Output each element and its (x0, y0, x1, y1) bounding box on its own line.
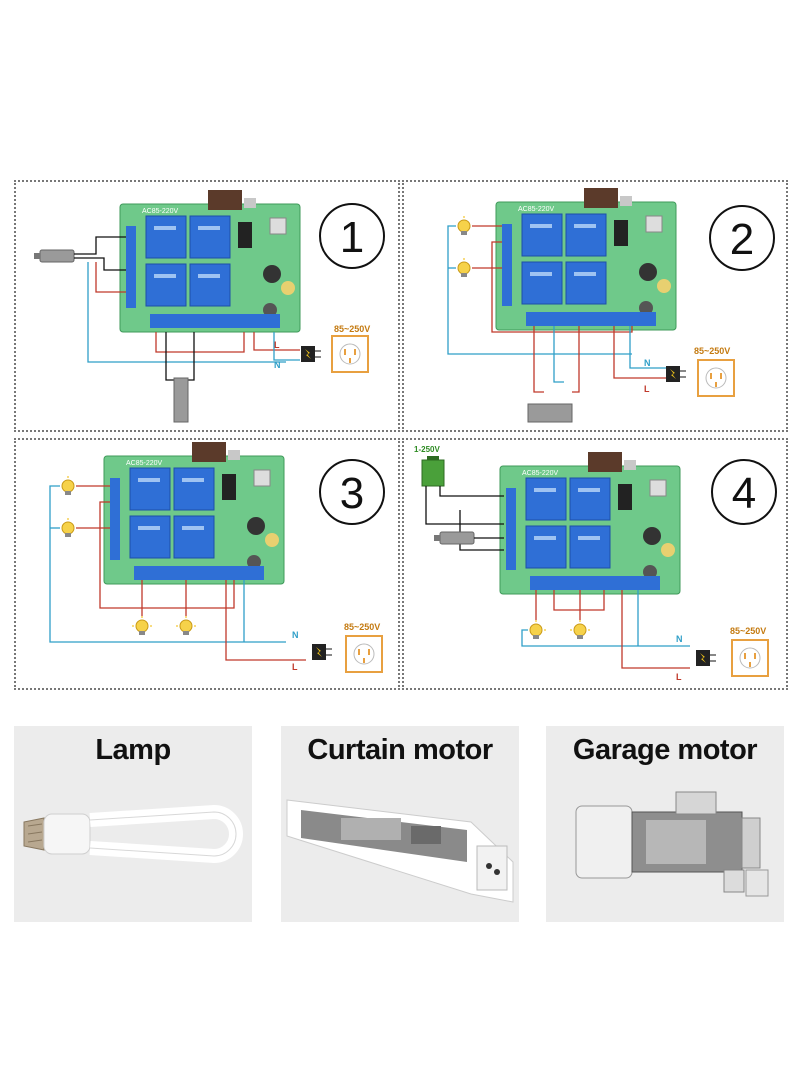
category-title: Curtain motor (307, 734, 493, 766)
neutral-label: N (292, 630, 299, 640)
relay-board (499, 451, 681, 595)
step-number-circle (709, 205, 775, 271)
step-number-circle (711, 459, 777, 525)
step-number: 2 (730, 215, 754, 264)
voltage-label: 85~250V (344, 622, 380, 632)
socket-icon (697, 359, 735, 397)
curtain-motor-icon (286, 799, 514, 903)
category-card-lamp: Lamp (14, 726, 252, 922)
battery-icon (421, 459, 445, 487)
relay-board (103, 441, 285, 585)
step-number-circle (319, 203, 385, 269)
category-title: Lamp (95, 734, 171, 766)
diagram-3-svg: N L 85~250V 3 (49, 441, 385, 673)
bulb-icon (569, 619, 591, 640)
plug-icon (312, 644, 332, 660)
motor-icon (433, 531, 475, 545)
wiring-diagram-3: N L 85~250V 3 (14, 438, 400, 690)
live-label: L (274, 340, 280, 350)
live-label: L (292, 662, 298, 672)
garage-motor-icon (575, 791, 769, 897)
cfl-bulb-icon (23, 804, 243, 864)
socket-icon (331, 335, 369, 373)
battery-label: 1-250V (414, 445, 440, 454)
motor-icon (527, 403, 573, 423)
wiring-diagram-1: L N 85~250V 1 (14, 180, 400, 432)
motor-icon (173, 377, 189, 423)
step-number: 3 (340, 469, 364, 518)
wiring-diagram-2: N L 85~250V 2 (402, 180, 788, 432)
step-number: 1 (340, 213, 364, 262)
bulb-icon (453, 257, 475, 278)
voltage-label: 85~250V (334, 324, 370, 334)
diagram-1-svg: L N 85~250V 1 (33, 189, 385, 423)
step-number-circle (319, 459, 385, 525)
category-card-garage-motor: Garage motor (546, 726, 784, 922)
neutral-label: N (644, 358, 651, 368)
diagram-2-svg: N L 85~250V 2 (447, 187, 775, 423)
plug-icon (666, 366, 686, 382)
neutral-label: N (676, 634, 683, 644)
plug-icon (301, 346, 321, 362)
bulb-icon (57, 517, 79, 538)
voltage-label: 85~250V (730, 626, 766, 636)
socket-icon (345, 635, 383, 673)
live-label: L (676, 672, 682, 682)
relay-board (495, 187, 677, 331)
bulb-icon (131, 615, 153, 636)
bulb-icon (57, 475, 79, 496)
live-label: L (644, 384, 650, 394)
category-card-curtain-motor: Curtain motor (281, 726, 519, 922)
bulb-icon (175, 615, 197, 636)
motor-icon (33, 249, 75, 263)
bulb-icon (453, 215, 475, 236)
voltage-label: 85~250V (694, 346, 730, 356)
relay-board (119, 189, 301, 333)
wiring-diagram-4: 1-250V N L 85~250V 4 (402, 438, 788, 690)
socket-icon (731, 639, 769, 677)
neutral-label: N (274, 360, 281, 370)
step-number: 4 (732, 469, 756, 518)
plug-icon (696, 650, 716, 666)
category-title: Garage motor (572, 734, 758, 766)
diagram-4-svg: 1-250V N L 85~250V 4 (414, 445, 777, 682)
bulb-icon (525, 619, 547, 640)
